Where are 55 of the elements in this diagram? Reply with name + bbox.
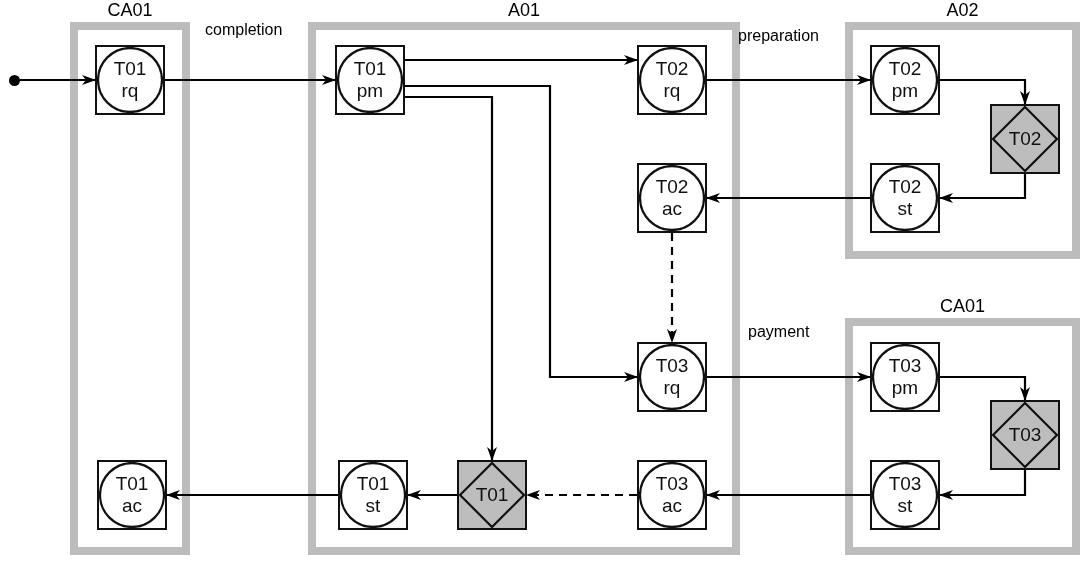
arrow	[940, 78, 1030, 105]
arrow	[706, 490, 870, 500]
transaction-step-box	[637, 460, 707, 530]
start-dot	[9, 75, 20, 86]
arrow	[405, 55, 638, 65]
transaction-step-box	[637, 45, 707, 115]
step-label: T02 rq	[654, 58, 690, 102]
dashed-arrow	[667, 233, 677, 343]
arrow	[20, 75, 96, 85]
transaction-step-box	[637, 342, 707, 412]
transaction-name: preparation	[738, 26, 819, 46]
step-label: T02 ac	[654, 176, 690, 220]
step-label: T01 pm	[352, 58, 388, 102]
arrow	[940, 375, 1030, 401]
dashed-arrow	[526, 490, 637, 500]
step-label: T03 st	[887, 473, 923, 517]
execution-label: T01	[474, 484, 510, 506]
execution-box	[457, 460, 527, 530]
arrow	[939, 174, 1027, 203]
band-title: A01	[507, 0, 541, 21]
transaction-step-box	[870, 45, 940, 115]
arrow	[939, 470, 1027, 500]
execution-box	[990, 104, 1060, 174]
arrow	[405, 95, 497, 461]
transaction-step-box	[97, 460, 167, 530]
execution-label: T03	[1007, 424, 1043, 446]
arrow	[707, 372, 871, 382]
step-label: T01 st	[355, 473, 391, 517]
transaction-name: completion	[205, 20, 283, 40]
arrow	[405, 84, 638, 382]
transaction-name: payment	[748, 322, 810, 342]
arrow	[707, 75, 871, 85]
execution-label: T02	[1007, 128, 1043, 150]
step-label: T03 rq	[654, 355, 690, 399]
band-title: CA01	[939, 295, 986, 317]
step-label: T02 st	[887, 176, 923, 220]
band-title: CA01	[106, 0, 154, 21]
arrow	[165, 75, 336, 85]
arrow	[706, 193, 870, 203]
step-label: T01 ac	[114, 473, 150, 517]
transaction-step-box	[335, 45, 405, 115]
transaction-step-box	[338, 460, 408, 530]
transaction-step-box	[95, 45, 165, 115]
transaction-step-box	[870, 342, 940, 412]
arrow	[407, 490, 457, 500]
arrow	[166, 490, 338, 500]
transaction-step-box	[870, 163, 940, 233]
step-label: T03 pm	[887, 355, 923, 399]
transaction-step-box	[637, 163, 707, 233]
transaction-step-box	[870, 460, 940, 530]
step-label: T02 pm	[887, 58, 923, 102]
execution-box	[990, 400, 1060, 470]
band-title: A02	[945, 0, 980, 21]
step-label: T03 ac	[654, 473, 690, 517]
step-label: T01 rq	[112, 58, 148, 102]
